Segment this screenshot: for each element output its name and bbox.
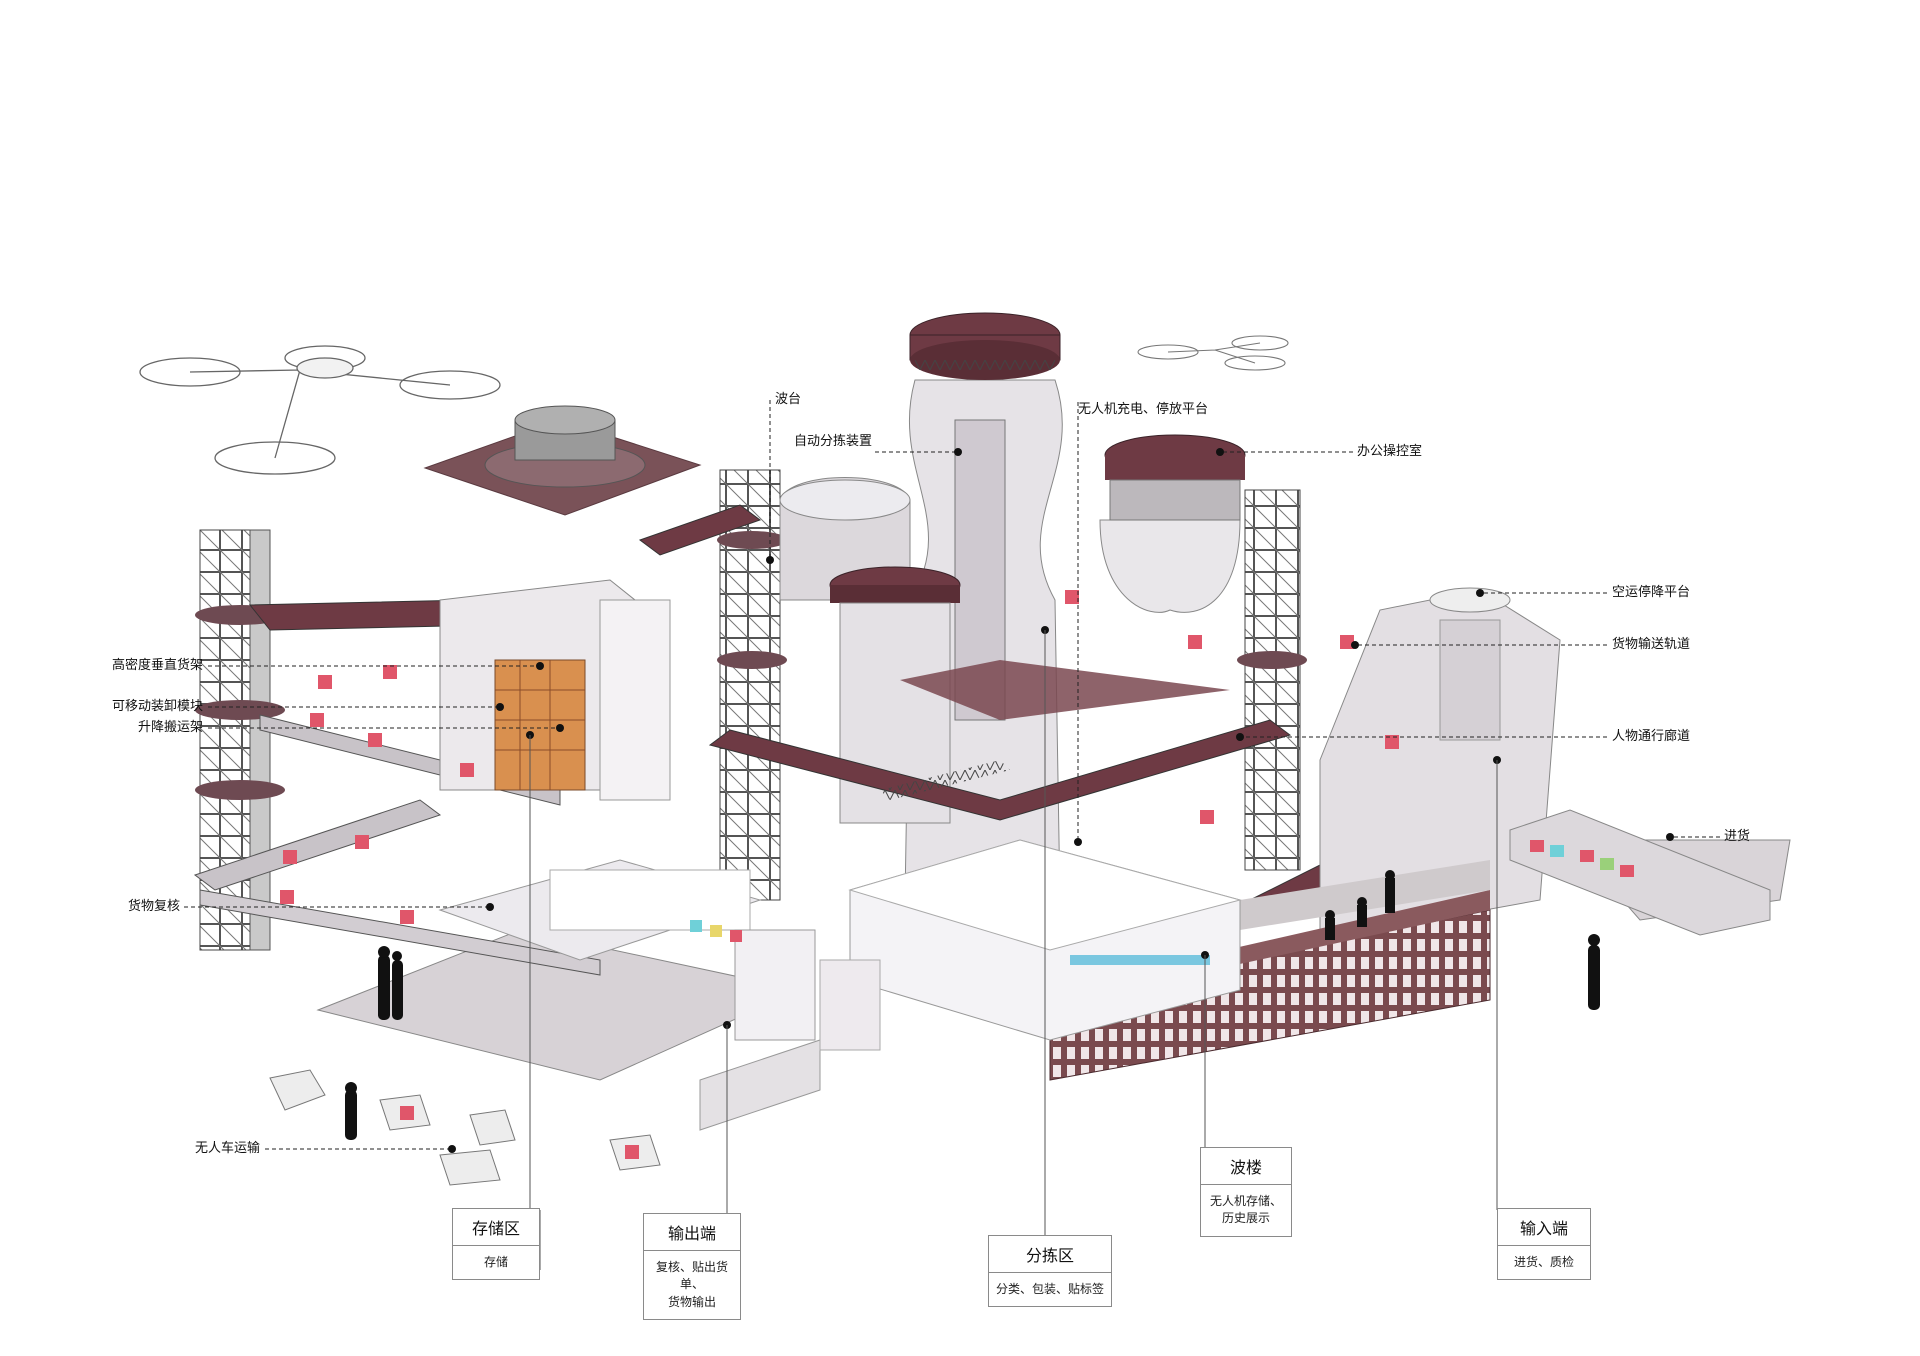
label-auto-sorter: 自动分拣装置 [793,434,872,449]
label-high-density-rack: 高密度垂直货架 [111,658,203,673]
zone-input-title: 输入端 [1498,1209,1590,1246]
zone-wave-building-title: 波楼 [1201,1148,1291,1185]
label-lifting-rack: 升降搬运架 [137,720,203,735]
incoming-ramp [1509,809,1771,936]
zone-sorting-title: 分拣区 [989,1236,1111,1273]
label-goods-recheck: 货物复核 [127,899,180,914]
office-tower [1099,434,1246,613]
people-silhouettes [345,870,1600,1140]
zone-lines [529,630,1498,1270]
zone-output-desc: 复核、贴出货单、货物输出 [655,1260,728,1309]
label-pedestrian-corridor: 人物通行廊道 [1612,729,1691,744]
label-office-control: 办公操控室 [1357,444,1423,459]
label-incoming: 进货 [1724,829,1751,844]
cargo-boxes [280,590,1634,942]
zone-input: 输入端 进货、质检 [1497,1208,1591,1281]
zone-sorting-desc: 分类、包装、贴标签 [995,1282,1104,1296]
label-unmanned-vehicle: 无人车运输 [194,1141,260,1156]
unmanned-vehicles [269,1069,661,1186]
left-dome [779,477,911,601]
left-scaffold-tower [195,529,285,951]
zone-storage-title: 存储区 [453,1209,539,1246]
label-wave-platform: 波台 [775,392,802,407]
drone-small [1137,335,1289,371]
label-drone-charge: 无人机充电、停放平台 [1078,402,1209,417]
drone-large [139,345,501,475]
right-scaffold [1237,489,1307,871]
zone-sorting: 分拣区 分类、包装、贴标签 [988,1235,1112,1308]
zone-storage: 存储区 存储 [452,1208,540,1281]
zone-wave-building-desc: 无人机存储、历史展示 [1209,1194,1282,1226]
label-conveyor-track: 货物输送轨道 [1612,637,1691,652]
leader-lines [184,400,1720,1150]
output-conveyors [438,859,881,1051]
zone-wave-building: 波楼 无人机存储、历史展示 [1200,1147,1292,1237]
storage-block [439,579,671,801]
label-air-landing: 空运停降平台 [1612,585,1691,600]
floating-roof-slab [423,405,702,516]
zone-output-title: 输出端 [644,1214,740,1251]
zone-output: 输出端 复核、贴出货单、货物输出 [643,1213,741,1321]
label-movable-module: 可移动装卸模块 [111,699,203,714]
zone-input-desc: 进货、质检 [1513,1255,1574,1269]
zone-storage-desc: 存储 [483,1255,508,1269]
left-trusses [193,599,601,976]
